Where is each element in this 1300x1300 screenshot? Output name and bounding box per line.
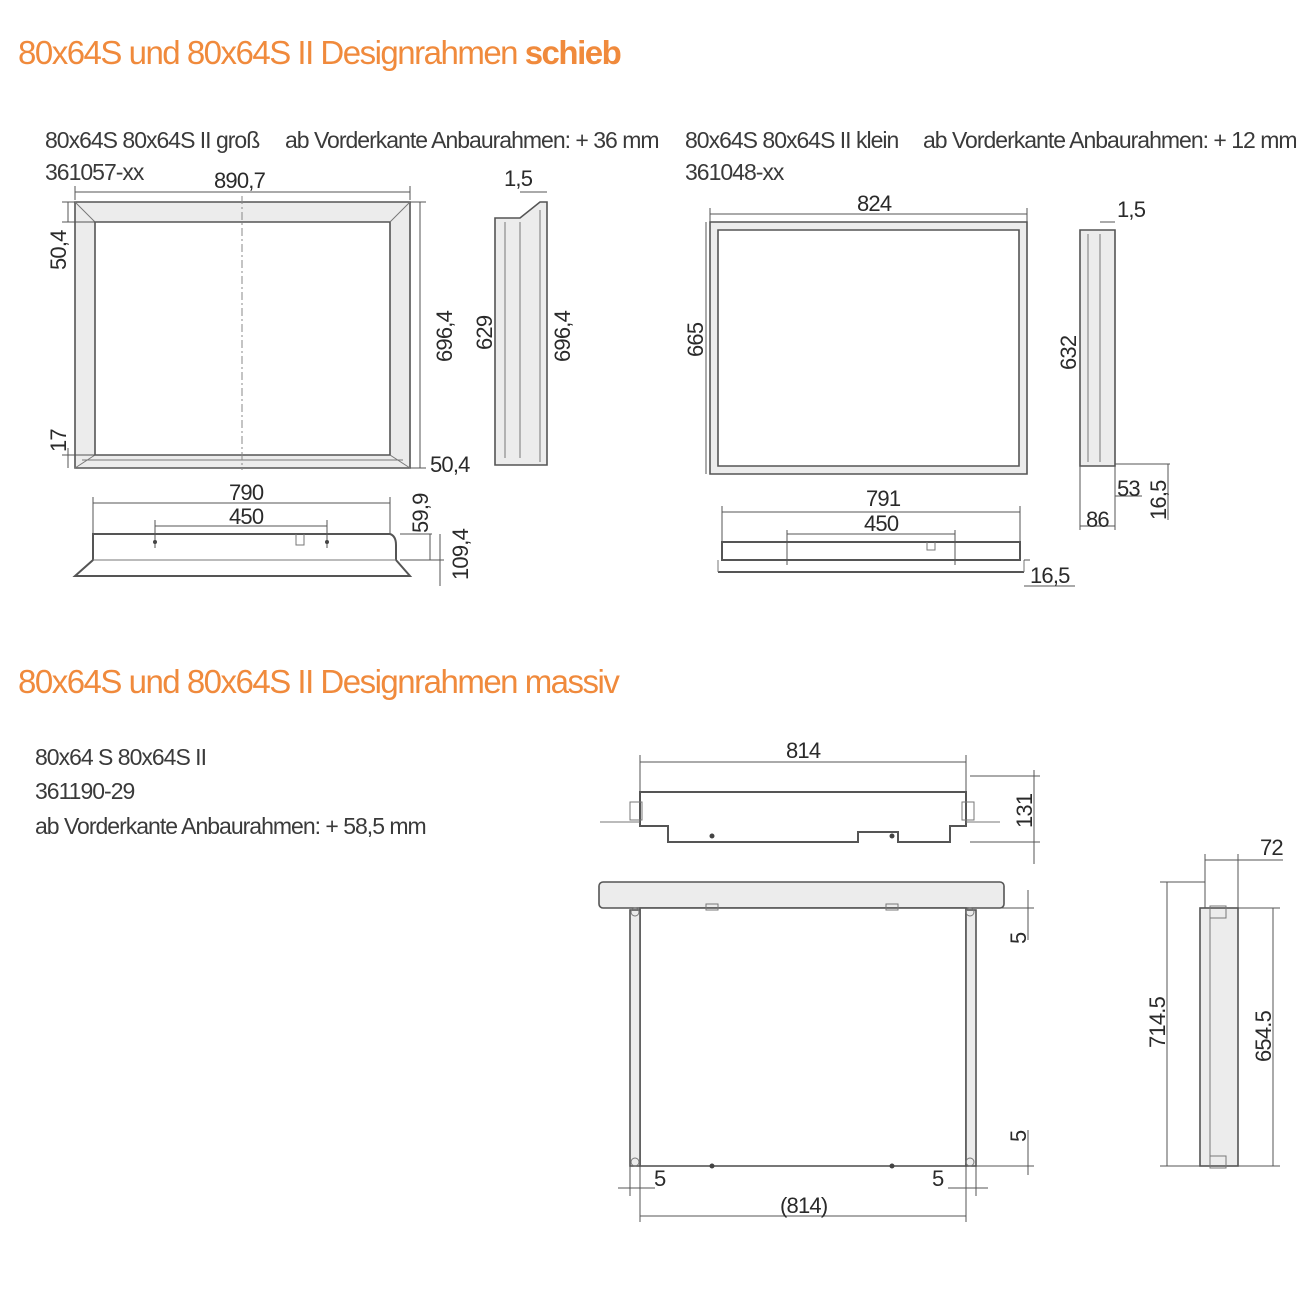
- dim-rail-total: 109,4: [448, 528, 473, 580]
- side-view-massiv: 72 714.5 654.5: [1145, 835, 1284, 1169]
- part-name: 80x64 S 80x64S II: [35, 744, 206, 770]
- article-number: 361057-xx: [45, 159, 145, 185]
- top-view-massiv: 814 131: [600, 738, 1040, 864]
- dim-profile-height: 696,4: [550, 310, 575, 362]
- dim-side-outer: 714.5: [1145, 996, 1170, 1048]
- part-massiv-info: 80x64 S 80x64S II 361190-29 ab Vorderkan…: [35, 744, 427, 839]
- rail-gross: 790 450 59,9 109,4: [72, 480, 473, 586]
- dim-gap-top: 5: [1006, 932, 1031, 944]
- dim-rail-depth: 59,9: [408, 493, 433, 533]
- dim-height: 696,4: [432, 310, 457, 362]
- dim-rail-holes: 450: [864, 511, 899, 536]
- dim-height: 665: [683, 322, 708, 357]
- dim-side-depth: 72: [1260, 835, 1283, 860]
- dim-profile-height: 632: [1056, 335, 1081, 370]
- dim-side-top: 50,4: [46, 230, 71, 270]
- part-name: 80x64S 80x64S II groß: [45, 127, 260, 153]
- dim-rail-length: 791: [866, 486, 901, 511]
- side-profile-klein: 1,5 632 53 86 16,5: [1056, 197, 1171, 532]
- dim-profile-a: 53: [1117, 476, 1140, 501]
- dim-rail-holes: 450: [229, 504, 264, 529]
- dim-bottom-right: 50,4: [430, 452, 470, 477]
- dim-rail-length: 790: [229, 480, 264, 505]
- section-title-schieb: 80x64S und 80x64S II Designrahmen schieb: [18, 34, 621, 71]
- rail-klein: 791 450 16,5: [717, 486, 1075, 588]
- section-title-massiv: 80x64S und 80x64S II Designrahmen massiv: [18, 663, 620, 700]
- dim-profile-b: 86: [1086, 507, 1109, 532]
- part-klein: 80x64S 80x64S II klein ab Vorderkante An…: [683, 127, 1298, 588]
- dim-gap-left: 5: [654, 1166, 666, 1191]
- dim-bottom-width: (814): [780, 1193, 827, 1218]
- dim-width: 890,7: [214, 168, 266, 193]
- article-number: 361190-29: [35, 778, 134, 804]
- part-name: 80x64S 80x64S II klein: [685, 127, 898, 153]
- dim-top-height: 131: [1012, 793, 1037, 828]
- dim-gap-bottom: 5: [1006, 1130, 1031, 1142]
- front-view-klein: 824 665: [683, 191, 1028, 475]
- part-gross: 80x64S 80x64S II groß ab Vorderkante Anb…: [45, 127, 660, 586]
- dim-profile-thickness: 1,5: [504, 166, 533, 191]
- part-offset: ab Vorderkante Anbaurahmen: + 12 mm: [923, 127, 1297, 153]
- dim-side-inner: 654.5: [1251, 1010, 1276, 1062]
- part-offset: ab Vorderkante Anbaurahmen: + 36 mm: [285, 127, 659, 153]
- front-view-massiv: 5 5 5 5 (814): [598, 881, 1034, 1222]
- dim-side-bottom: 17: [46, 429, 71, 452]
- dim-rail-depth: 16,5: [1030, 563, 1070, 588]
- dim-width: 824: [857, 191, 892, 216]
- dim-profile-inner: 629: [472, 315, 497, 350]
- dim-profile-thickness: 1,5: [1117, 197, 1146, 222]
- front-view-gross: 890,7 50,4 17 696,4 50,4: [46, 168, 471, 477]
- part-offset: ab Vorderkante Anbaurahmen: + 58,5 mm: [35, 813, 426, 839]
- dim-gap-right: 5: [932, 1166, 944, 1191]
- dim-top-width: 814: [786, 738, 821, 763]
- side-profile-gross: 1,5 629 696,4: [472, 166, 575, 466]
- article-number: 361048-xx: [685, 159, 785, 185]
- dim-profile-c: 16,5: [1146, 480, 1171, 520]
